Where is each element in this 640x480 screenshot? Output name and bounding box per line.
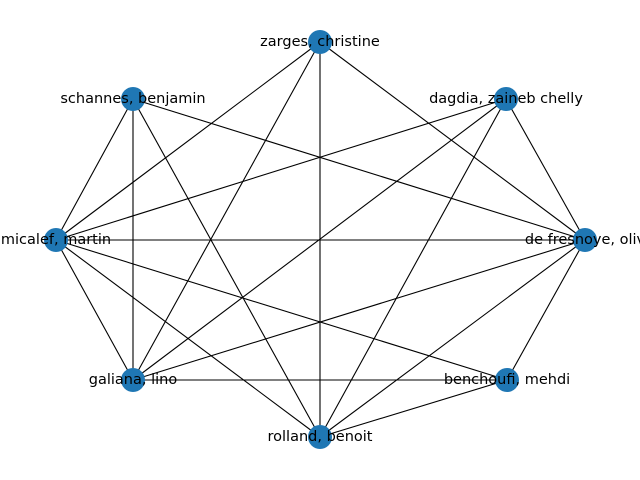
node-defresnoye <box>573 228 597 252</box>
edge-zarges-galiana <box>132 41 321 381</box>
node-micalef <box>44 228 68 252</box>
node-label-micalef: micalef, martin <box>1 232 111 248</box>
node-label-rolland: rolland, benoit <box>268 429 373 445</box>
label-layer: zarges, christine dagdia, zaineb chelly de… <box>1 34 640 445</box>
edge-zarges-defresnoye <box>319 41 586 241</box>
node-rolland <box>308 425 332 449</box>
node-label-schannes: schannes, benjamin <box>60 91 205 107</box>
node-label-benchoufi: benchoufi, mehdi <box>444 372 570 388</box>
node-schannes <box>121 87 145 111</box>
node-label-dagdia: dagdia, zaineb chelly <box>429 91 583 107</box>
edge-defresnoye-benchoufi <box>506 239 586 381</box>
edge-dagdia-micalef <box>55 98 507 241</box>
node-galiana <box>121 368 145 392</box>
edge-rolland-micalef <box>55 239 321 438</box>
node-zarges <box>308 30 332 54</box>
node-benchoufi <box>495 368 519 392</box>
edge-defresnoye-rolland <box>319 239 586 438</box>
edge-defresnoye-galiana <box>132 239 586 381</box>
edge-defresnoye-schannes <box>132 98 586 241</box>
edge-dagdia-defresnoye <box>505 98 586 241</box>
edge-galiana-micalef <box>55 239 134 381</box>
edge-benchoufi-micalef <box>55 239 508 381</box>
edge-zarges-micalef <box>55 41 321 241</box>
node-label-galiana: galiana, lino <box>89 372 178 388</box>
edge-rolland-schannes <box>132 98 321 438</box>
node-label-zarges: zarges, christine <box>260 34 380 50</box>
node-label-defresnoye: de fresnoye, oliv <box>525 232 640 248</box>
edge-benchoufi-rolland <box>319 379 508 438</box>
edge-dagdia-rolland <box>319 98 507 438</box>
edge-micalef-schannes <box>55 98 134 241</box>
node-dagdia <box>494 87 518 111</box>
edge-layer <box>55 41 586 438</box>
node-layer <box>44 30 597 449</box>
